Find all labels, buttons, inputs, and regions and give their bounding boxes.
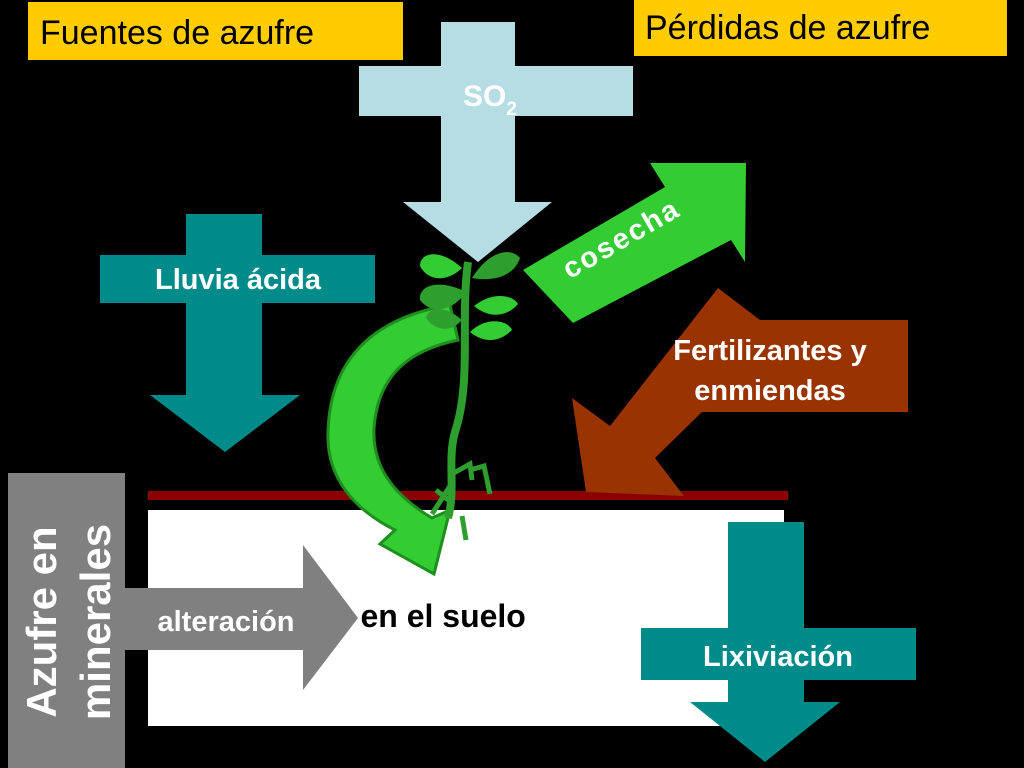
minerals-label-line1: Azufre en <box>18 526 65 717</box>
harvest-arrow <box>523 163 746 323</box>
plant-leaf <box>474 295 518 315</box>
plant-leaf <box>420 254 462 279</box>
losses-title-box <box>634 0 1007 56</box>
plant-leaf <box>426 309 462 329</box>
plant-cycle-arrow <box>326 303 460 577</box>
weathering-arrow <box>125 545 358 690</box>
plant-leaf <box>470 321 512 340</box>
sources-title-box <box>28 2 403 60</box>
acid-rain-arrow <box>100 214 375 452</box>
acid-rain-label: Lluvia ácida <box>155 264 322 296</box>
plant-stem <box>444 261 472 520</box>
plant-roots <box>429 460 493 541</box>
fertilizers-label-line2: enmiendas <box>694 375 846 407</box>
plant-illustration <box>419 252 520 541</box>
so2-arrow <box>359 22 633 262</box>
so2-label: SO2 <box>463 80 517 120</box>
soil-surface-line <box>148 491 788 500</box>
sources-title: Fuentes de azufre <box>40 14 314 52</box>
minerals-bar <box>8 473 125 768</box>
leaching-arrow <box>641 522 916 762</box>
plant-leaf <box>472 252 520 280</box>
minerals-label-line2: minerales <box>72 524 119 720</box>
leaching-label: Lixiviación <box>703 641 853 673</box>
plant-leaf <box>419 284 466 310</box>
losses-title: Pérdidas de azufre <box>645 9 930 47</box>
weathering-label: alteración <box>158 606 295 638</box>
fertilizers-arrow <box>572 288 908 496</box>
fertilizers-label-line1: Fertilizantes y <box>673 335 866 367</box>
